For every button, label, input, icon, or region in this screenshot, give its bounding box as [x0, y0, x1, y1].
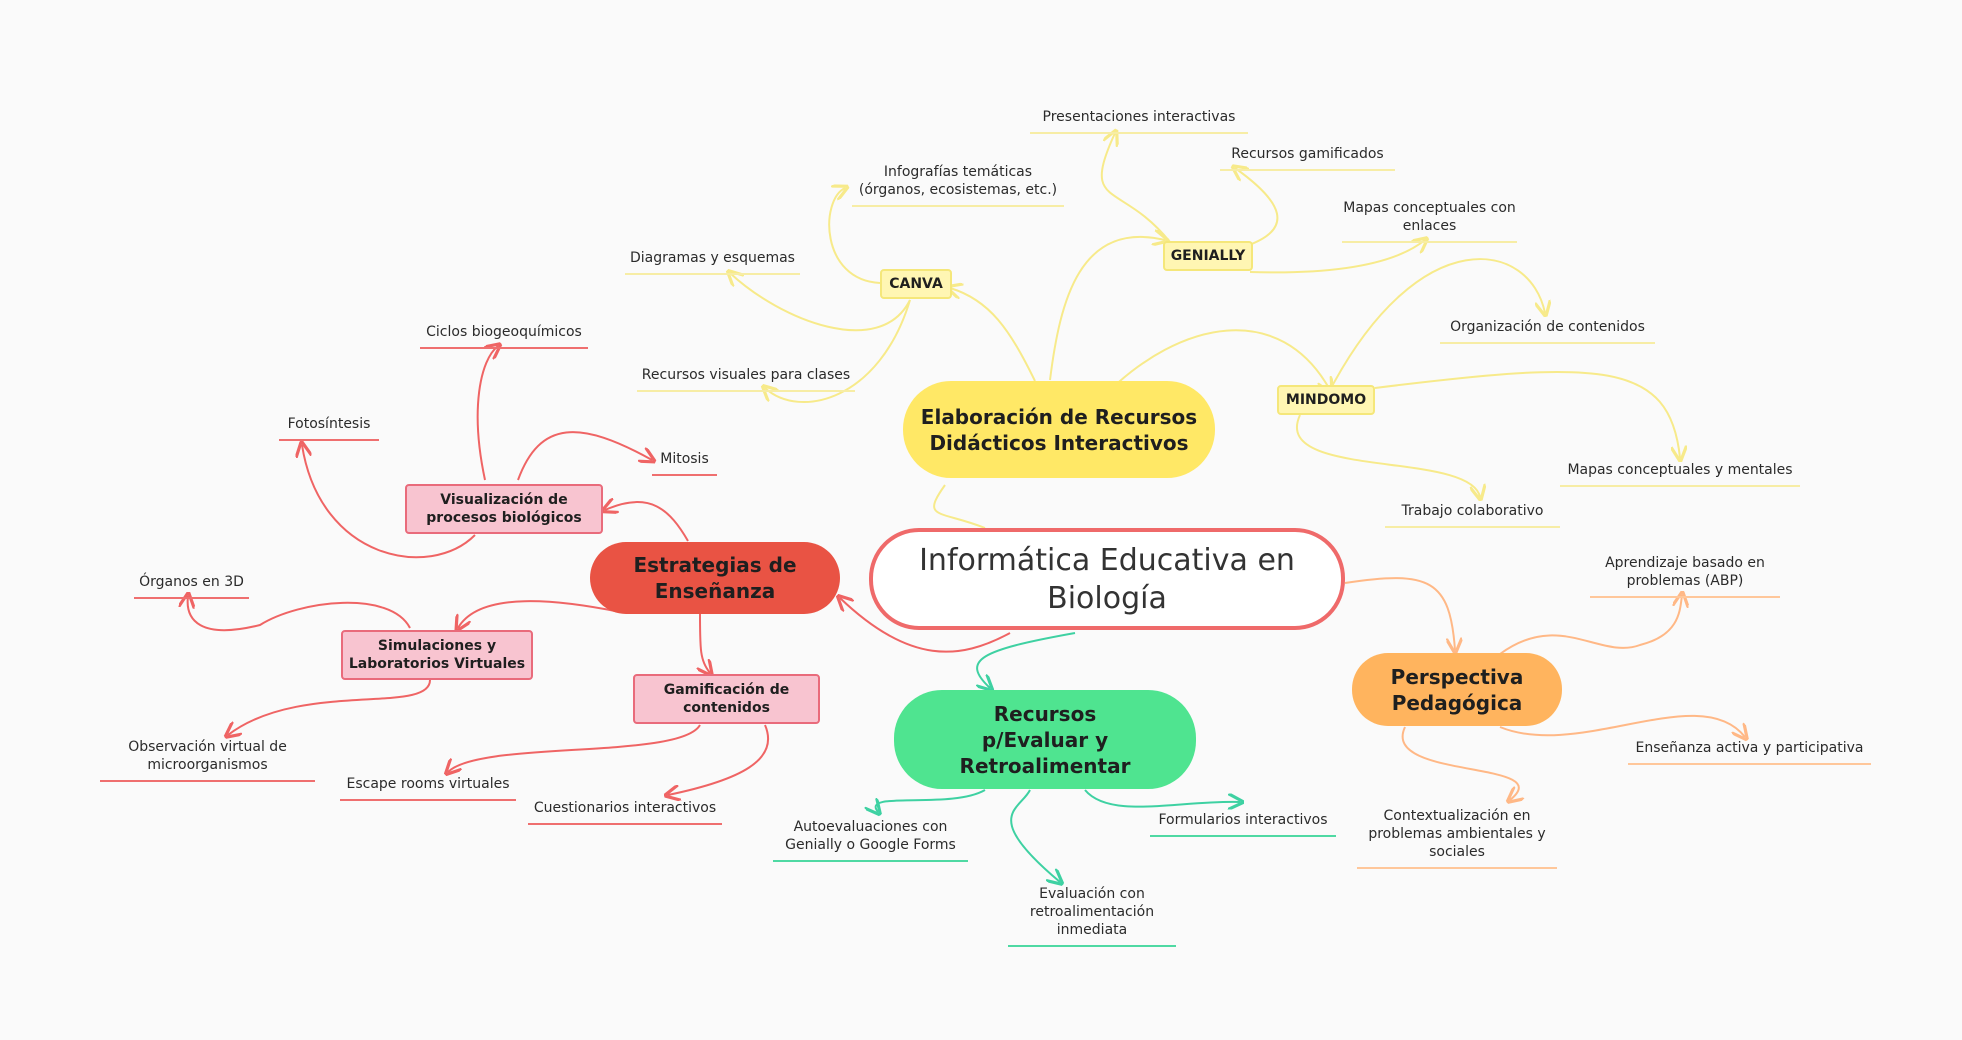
- link-mindomo-trabajo: [1296, 414, 1480, 497]
- link-central-orange: [1344, 577, 1455, 650]
- leaf-ensenanza-activa[interactable]: Enseñanza activa y participativa: [1628, 739, 1871, 765]
- leaf-organizacion[interactable]: Organización de contenidos: [1440, 318, 1655, 344]
- link-central-yellow: [933, 484, 986, 529]
- leaf-recursos-gamificados[interactable]: Recursos gamificados: [1220, 145, 1395, 171]
- link-green-formularios: [1084, 789, 1240, 807]
- subtopic-visualizacion[interactable]: Visualización de procesos biológicos: [405, 484, 603, 534]
- leaf-presentaciones[interactable]: Presentaciones interactivas: [1030, 108, 1248, 134]
- branch-perspectiva-label: Perspectiva Pedagógica: [1390, 664, 1524, 715]
- leaf-evaluacion-retro[interactable]: Evaluación con retroalimentación inmedia…: [1008, 885, 1176, 947]
- leaf-organos[interactable]: Órganos en 3D: [134, 573, 249, 599]
- link-sim-organos: [188, 596, 411, 632]
- link-green-evaluacion: [1010, 789, 1060, 882]
- link-genially-gamificados: [1235, 168, 1279, 249]
- subtopic-gamificacion[interactable]: Gamificación de contenidos: [633, 674, 820, 724]
- link-yellow-canva: [950, 288, 1036, 382]
- link-genially-mapas: [1249, 240, 1425, 274]
- leaf-trabajo-colaborativo[interactable]: Trabajo colaborativo: [1385, 502, 1560, 528]
- link-sim-observacion: [228, 679, 431, 735]
- branch-evaluar[interactable]: Recursos p/Evaluar y Retroalimentar: [894, 690, 1196, 789]
- leaf-escape-rooms[interactable]: Escape rooms virtuales: [340, 775, 516, 801]
- link-gam-escape: [448, 724, 701, 772]
- link-mindomo-organizacion: [1329, 258, 1545, 391]
- branch-recursos-didacticos-label: Elaboración de Recursos Didácticos Inter…: [920, 404, 1198, 455]
- link-red-simulaciones: [458, 600, 621, 628]
- link-canva-recursos: [765, 299, 911, 403]
- leaf-observacion[interactable]: Observación virtual de microorganismos: [100, 738, 315, 782]
- leaf-infografias[interactable]: Infografías temáticas (órganos, ecosiste…: [852, 163, 1064, 207]
- branch-evaluar-label: Recursos p/Evaluar y Retroalimentar: [959, 701, 1131, 778]
- link-yellow-genially: [1049, 237, 1165, 381]
- leaf-recursos-visuales[interactable]: Recursos visuales para clases: [637, 366, 855, 392]
- link-canva-infografias: [828, 188, 881, 284]
- leaf-mapas-enlaces[interactable]: Mapas conceptuales con enlaces: [1342, 199, 1517, 243]
- link-yellow-mindomo: [1104, 329, 1330, 395]
- leaf-mitosis[interactable]: Mitosis: [652, 450, 717, 476]
- link-green-autoevaluaciones: [876, 789, 986, 812]
- link-gam-cuestionarios: [668, 724, 770, 795]
- link-central-green: [977, 632, 1076, 688]
- leaf-fotosintesis[interactable]: Fotosíntesis: [279, 415, 379, 441]
- link-genially-presentaciones: [1100, 133, 1171, 243]
- link-red-gamificacion: [700, 613, 710, 673]
- link-red-visualizacion: [605, 502, 689, 542]
- subtopic-simulaciones[interactable]: Simulaciones y Laboratorios Virtuales: [341, 630, 533, 680]
- branch-perspectiva[interactable]: Perspectiva Pedagógica: [1352, 653, 1562, 726]
- link-canva-diagramas: [730, 273, 911, 332]
- link-mindomo-mapas: [1374, 370, 1680, 458]
- leaf-abp[interactable]: Aprendizaje basado en problemas (ABP): [1590, 554, 1780, 598]
- leaf-formularios[interactable]: Formularios interactivos: [1150, 811, 1336, 837]
- subtopic-genially[interactable]: GENIALLY: [1163, 241, 1253, 271]
- subtopic-canva[interactable]: CANVA: [880, 269, 952, 299]
- leaf-contextualizacion[interactable]: Contextualización en problemas ambiental…: [1357, 807, 1557, 869]
- subtopic-mindomo[interactable]: MINDOMO: [1277, 385, 1375, 415]
- link-vis-fotosintesis: [302, 445, 476, 559]
- central-topic[interactable]: Informática Educativa en Biología: [869, 528, 1345, 630]
- branch-estrategias-label: Estrategias de Enseñanza: [633, 553, 797, 603]
- leaf-cuestionarios[interactable]: Cuestionarios interactivos: [528, 799, 722, 825]
- leaf-autoevaluaciones[interactable]: Autoevaluaciones con Genially o Google F…: [773, 818, 968, 862]
- leaf-ciclos[interactable]: Ciclos biogeoquímicos: [420, 323, 588, 349]
- link-central-red: [840, 598, 1011, 653]
- branch-recursos-didacticos[interactable]: Elaboración de Recursos Didácticos Inter…: [903, 381, 1215, 478]
- link-orange-contextualizacion: [1401, 726, 1519, 800]
- link-orange-ensenanza: [1499, 714, 1745, 737]
- branch-estrategias[interactable]: Estrategias de Enseñanza: [590, 542, 840, 614]
- link-vis-mitosis: [517, 431, 652, 481]
- link-vis-ciclos: [476, 346, 498, 481]
- leaf-mapas-mentales[interactable]: Mapas conceptuales y mentales: [1560, 461, 1800, 487]
- link-orange-abp: [1499, 595, 1682, 655]
- leaf-diagramas[interactable]: Diagramas y esquemas: [625, 249, 800, 275]
